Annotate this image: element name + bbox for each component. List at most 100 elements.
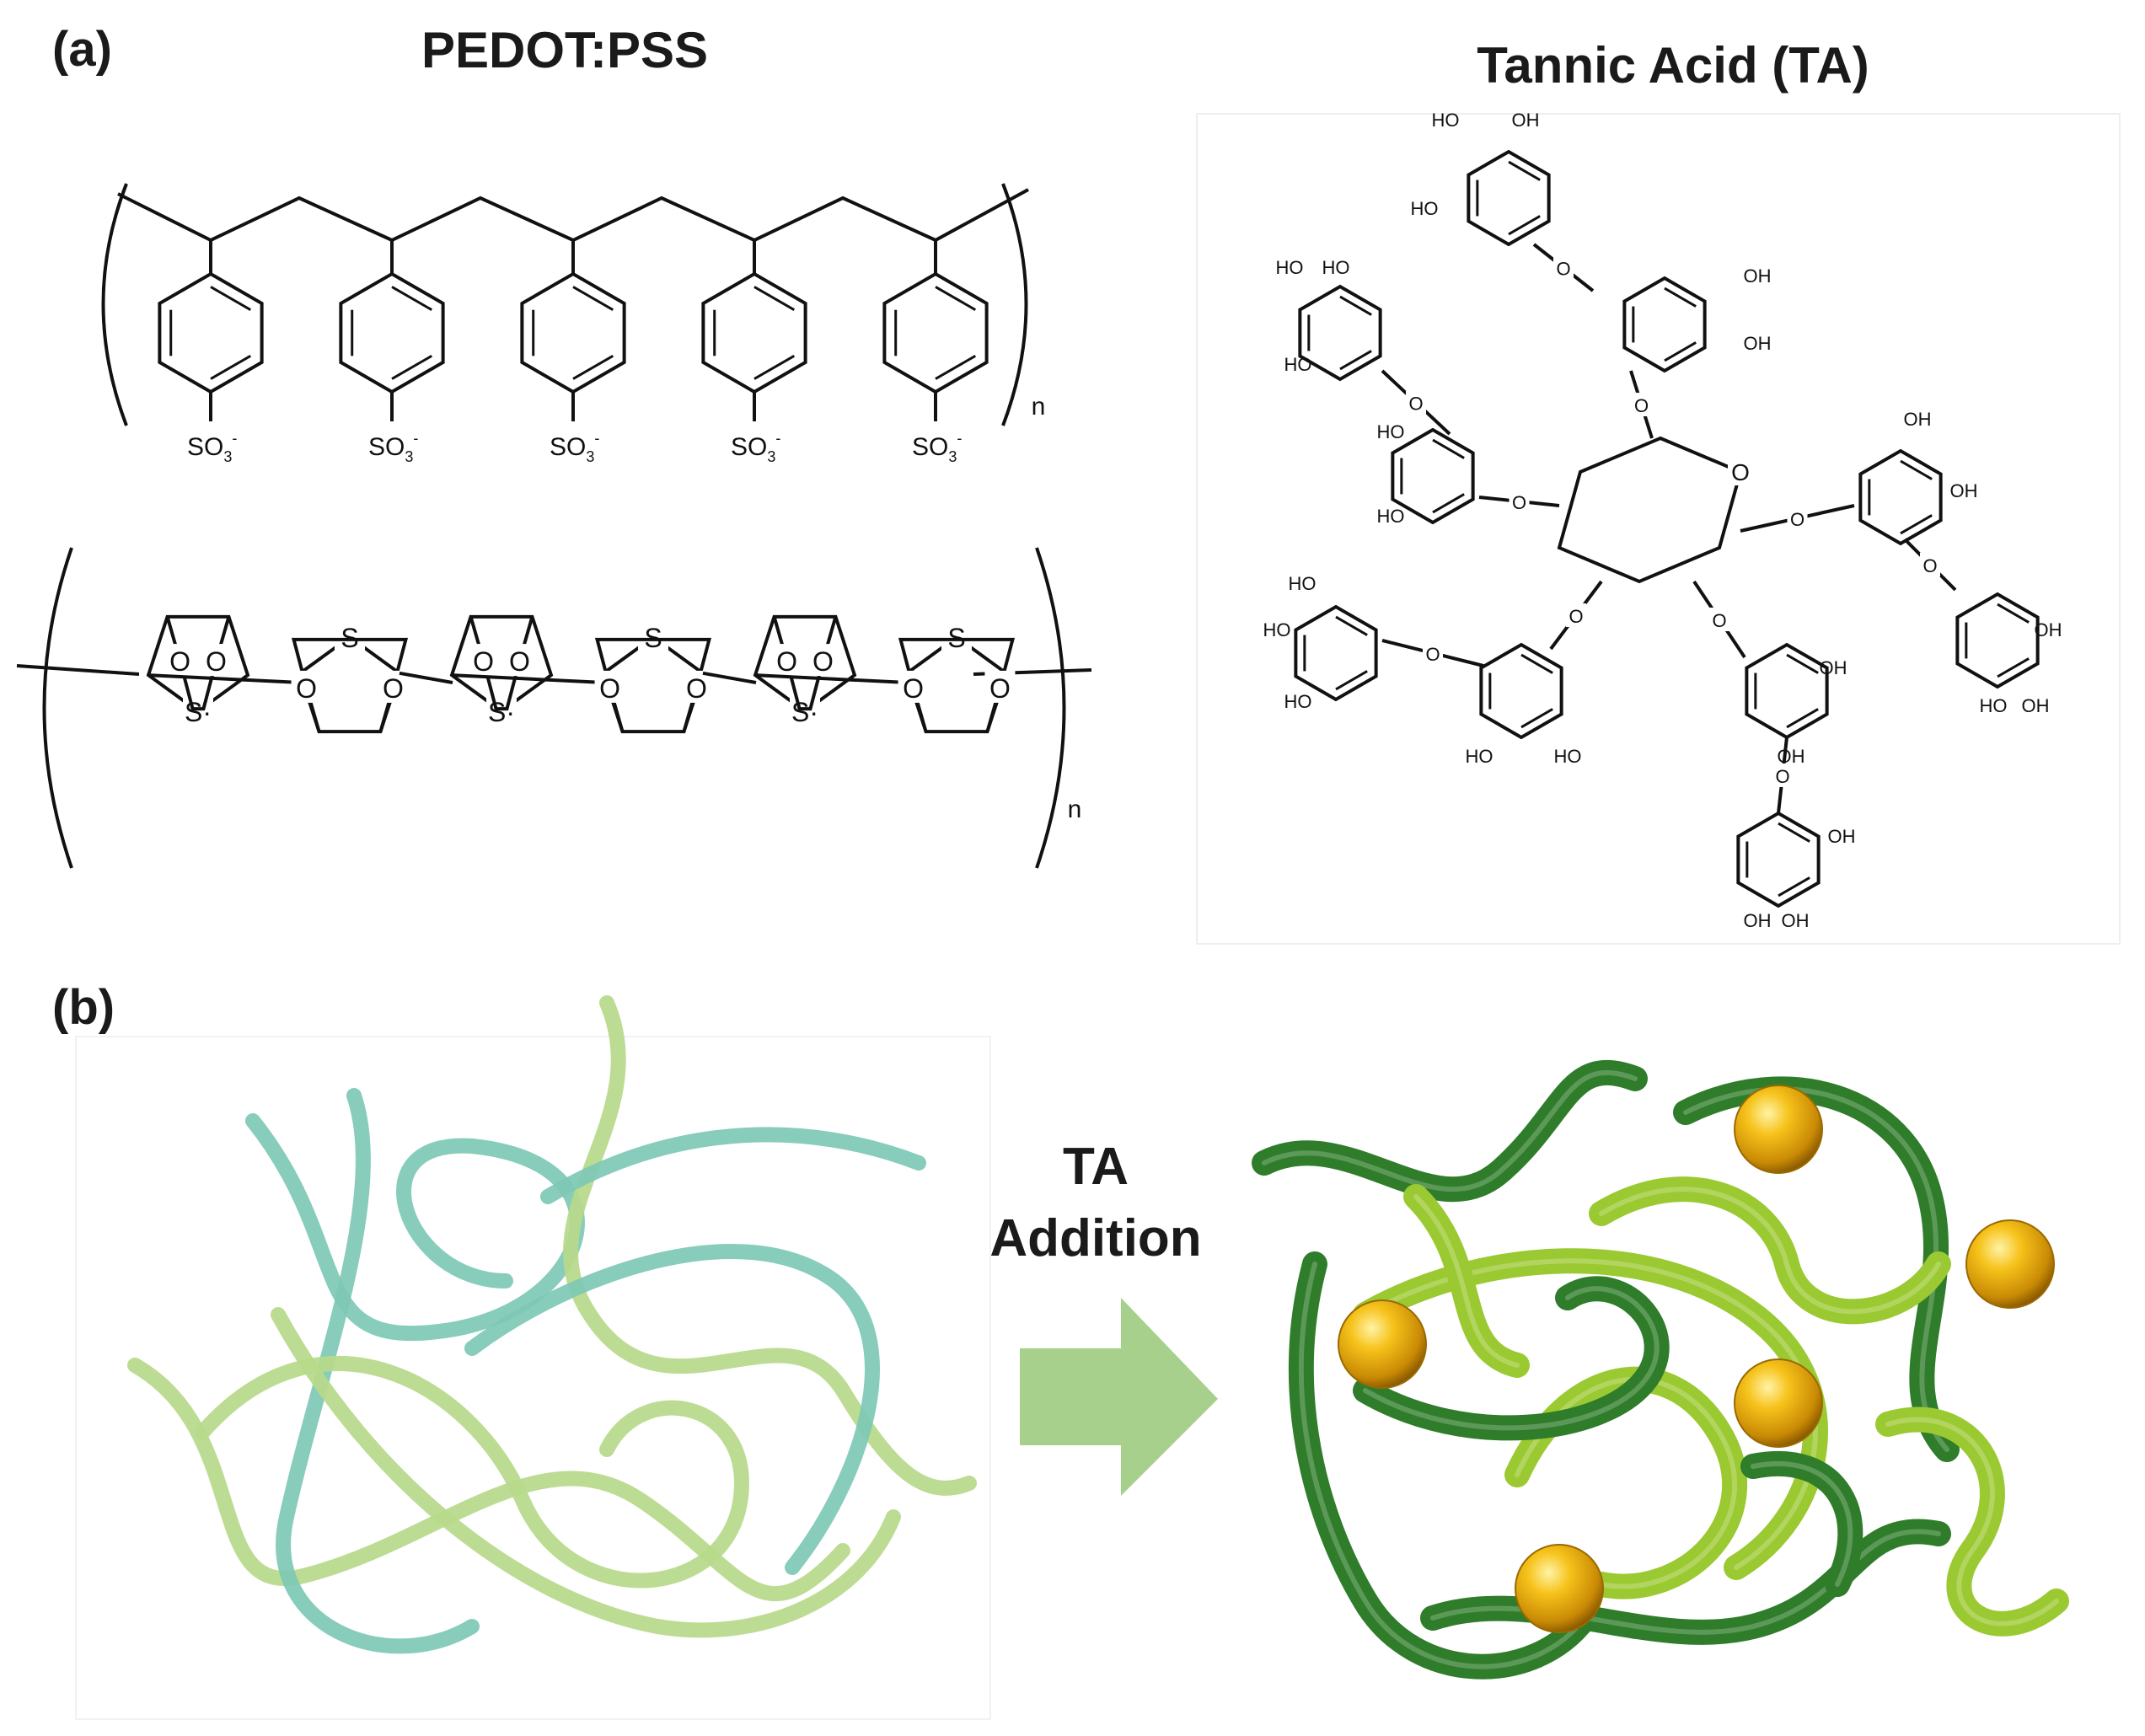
pedot-oxygen-mask <box>984 670 1016 703</box>
ta-hydroxyl-label: HO <box>1411 198 1439 219</box>
pedot-oxygen-label: O <box>473 646 494 677</box>
ta-galloyl-ring-hexagon <box>1391 427 1475 525</box>
ta-galloyl-ring-hexagon <box>1467 149 1551 247</box>
pss-benzene-ring-hexagon <box>701 271 807 394</box>
after-strand-highlight <box>1885 1417 2059 1626</box>
ta-galloyl-ring <box>1736 811 1821 908</box>
pedot-left-bracket <box>42 547 73 869</box>
after-polymer-strand <box>1403 1184 1530 1378</box>
pss-sulfonate-charge: - <box>594 430 599 447</box>
ta-ester-oxygen-mask <box>1772 764 1793 787</box>
ta-hydroxyl-label: HO <box>1466 746 1493 767</box>
ta-ester-oxygen-mask <box>1631 393 1652 416</box>
pedot-oxygen-label: O <box>169 646 190 677</box>
pedot-oxygen-mask <box>898 670 929 703</box>
after-polymer-strand <box>1353 1248 1828 1580</box>
ta-galloyl-ring-hexagon <box>1955 592 2040 689</box>
pss-benzene-ring-double-bond <box>753 355 796 380</box>
ta-hydroxyl-label: OH <box>1904 409 1932 430</box>
ta-galloyl-ring-hexagon <box>1858 448 1943 546</box>
pedot-edot-unit: SOO <box>594 620 757 734</box>
after-strand-highlight <box>1363 1286 1660 1431</box>
ta-galloyl-ring <box>1294 604 1378 702</box>
pedot-sulfur-label: S· <box>185 697 212 727</box>
pss-benzene-ring-double-bond <box>935 355 977 380</box>
before-polymer-strand <box>245 1113 585 1342</box>
after-strand-highlight <box>1751 1460 1853 1587</box>
ta-ester-oxygen-label: O <box>1408 394 1423 415</box>
pss-backbone <box>117 188 1029 243</box>
ta-galloyl-ring-hexagon <box>1745 642 1829 740</box>
ta-hydroxyl-label: OH <box>1778 746 1805 767</box>
ta-hydroxyl-label: HO <box>1322 257 1350 278</box>
pedot-structure <box>16 547 1092 869</box>
ta-galloyl-ring-double-bond <box>1339 295 1372 316</box>
pedot-oxygen-label: O <box>989 673 1011 704</box>
pedot-sulfur-label: S· <box>791 697 818 727</box>
pss-styrene-sulfonate-unit: SO3- <box>520 240 626 465</box>
pss-sulfonate-label: SO3- <box>368 430 418 465</box>
ta-galloyl-ring-double-bond <box>1778 876 1810 897</box>
pss-benzene-ring-hexagon <box>339 271 445 394</box>
ta-galloyl-ring <box>1479 642 1563 740</box>
pss-benzene-ring-double-bond <box>391 286 433 311</box>
tannic-acid-title: Tannic Acid (TA) <box>1477 37 1869 94</box>
arrow-label-line1: TA <box>1063 1138 1129 1196</box>
pedot-thiophene-ring <box>904 635 1009 734</box>
after-polymer-strand <box>1875 1406 2069 1637</box>
pss-benzene-ring <box>158 271 264 394</box>
pss-benzene-ring-double-bond <box>210 286 252 311</box>
ta-particle <box>1734 1085 1823 1174</box>
ta-hydroxyl-label: OH <box>1744 333 1772 354</box>
pss-sulfonate-subscript: 3 <box>223 448 232 465</box>
ta-ester-oxygen-mask <box>1406 390 1426 415</box>
ta-hydroxyl-label: OH <box>1950 480 1978 501</box>
after-polymer-strand <box>1589 1176 1951 1325</box>
pss-sulfonate-label: SO3- <box>912 430 962 465</box>
pss-sulfonate-label: SO3- <box>731 430 780 465</box>
pedot-pss-ta-network-after <box>1252 1059 2069 1680</box>
pss-sulfonate-subscript: 3 <box>948 448 957 465</box>
pedot-oxygen-mask <box>594 670 625 703</box>
pedot-oxygen-label: O <box>509 646 530 677</box>
ta-hydroxyl-label: OH <box>1828 826 1856 847</box>
pedot-inter-ring-bond <box>702 671 757 684</box>
pss-styrene-sulfonate-unit: SO3- <box>339 240 445 465</box>
ta-galloyl-ring-double-bond <box>1900 459 1933 480</box>
ta-ring-oxygen-label: O <box>1731 459 1750 485</box>
pss-sulfonate-charge: - <box>413 430 418 447</box>
pedot-repeat-n: n <box>1068 796 1082 823</box>
ta-galloyl-ring <box>1622 276 1707 373</box>
pedot-pss-network-before <box>127 995 977 1654</box>
ta-ester-oxygen-label: O <box>1634 395 1649 416</box>
pss-sulfonate-label: SO3- <box>187 430 237 465</box>
ta-galloyl-ring-double-bond <box>1432 438 1465 459</box>
ta-hydroxyl-label: HO <box>1284 354 1312 375</box>
before-polymer-strand <box>464 1243 880 1575</box>
pss-left-bracket <box>101 183 128 426</box>
ta-hydroxyl-label: HO <box>1980 695 2008 716</box>
ta-galloyl-ring-hexagon <box>1622 276 1707 373</box>
pss-benzene-ring <box>882 271 989 394</box>
ta-hydroxyl-label: HO <box>1284 691 1312 712</box>
before-polymer-strand <box>563 995 977 1496</box>
pss-benzene-ring-double-bond <box>572 286 614 311</box>
ta-galloyl-ring-double-bond <box>1339 350 1372 371</box>
ta-galloyl-ring-double-bond <box>1664 341 1697 362</box>
pedot-oxygen-mask <box>771 644 802 677</box>
ta-galloyl-ring <box>1745 642 1829 740</box>
pedot-thiophene-ring <box>601 635 705 734</box>
pedot-oxygen-mask <box>164 644 196 677</box>
pss-right-bracket <box>1001 183 1028 426</box>
before-polymer-strand <box>271 1307 901 1638</box>
ta-galloyl-ring-double-bond <box>1786 653 1819 674</box>
ta-addition-arrow <box>1020 1298 1218 1496</box>
ta-galloyl-ring-double-bond <box>1900 514 1933 535</box>
pss-benzene-ring-hexagon <box>520 271 626 394</box>
